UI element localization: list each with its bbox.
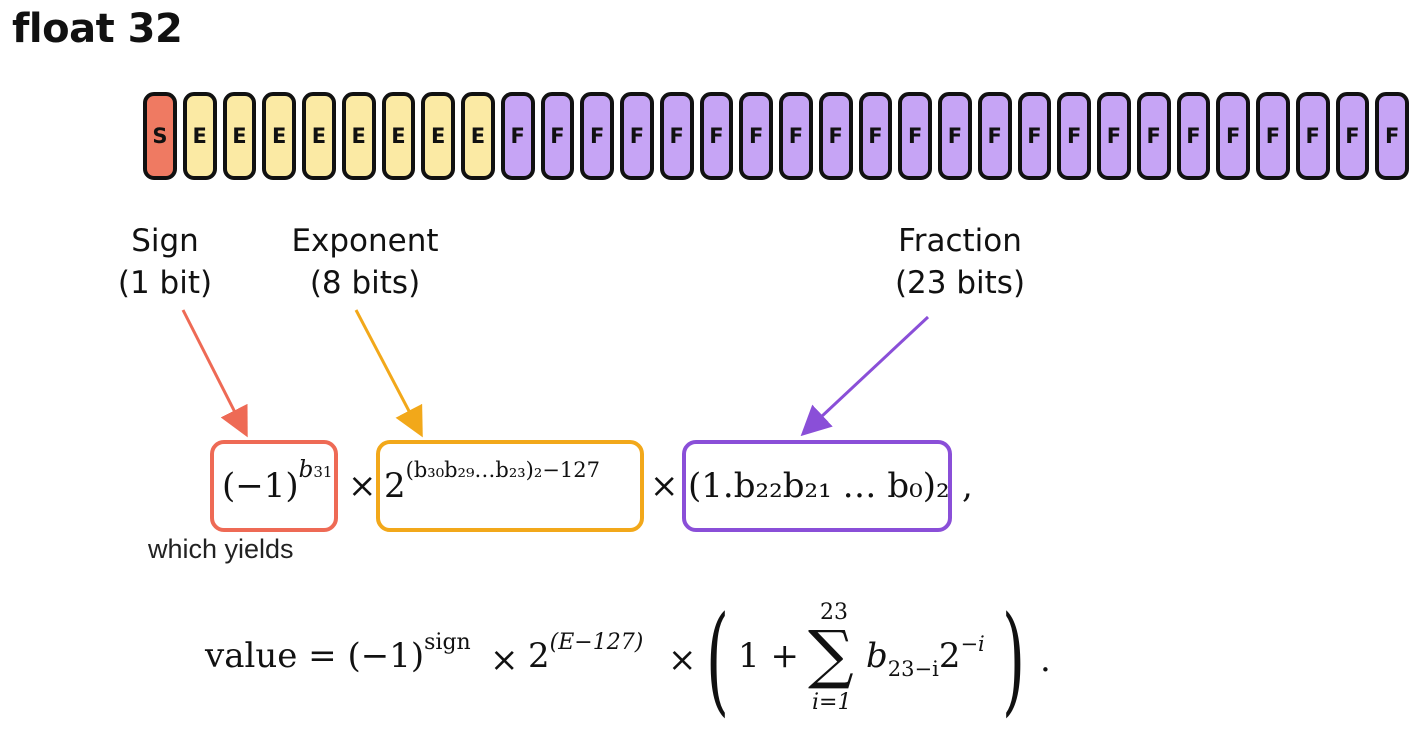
exponent-bit: E bbox=[341, 92, 376, 180]
exp-base: 2 bbox=[384, 466, 406, 506]
fraction-label: Fraction (23 bits) bbox=[870, 220, 1050, 304]
page-title: float 32 bbox=[12, 6, 183, 52]
term-two: 2 bbox=[938, 636, 961, 676]
fraction-bit: F bbox=[1176, 92, 1211, 180]
value-lhs: value = (−1) bbox=[205, 636, 425, 676]
fraction-bit: F bbox=[1057, 92, 1091, 180]
fraction-label-bits: (23 bits) bbox=[894, 265, 1026, 301]
term-b: b bbox=[866, 636, 888, 676]
sum-lower: i=1 bbox=[812, 690, 852, 715]
term-two-exp: −i bbox=[960, 632, 985, 656]
fraction-bit: F bbox=[779, 92, 813, 180]
one-plus: 1 + bbox=[738, 636, 799, 676]
fraction-bit: F bbox=[818, 92, 853, 180]
fraction-bit: F bbox=[1295, 92, 1330, 180]
fraction-bit: F bbox=[580, 92, 614, 180]
fraction-arrow bbox=[800, 315, 930, 437]
fraction-label-title: Fraction bbox=[898, 223, 1022, 259]
exponent-bit: E bbox=[222, 92, 257, 180]
fraction-bit: F bbox=[1097, 92, 1131, 180]
fraction-term: (1.b₂₂b₂₁ … b₀)₂ bbox=[688, 466, 950, 506]
sign-bit: S bbox=[143, 92, 177, 180]
exponent-label: Exponent (8 bits) bbox=[270, 220, 460, 304]
exponent-box bbox=[376, 440, 644, 532]
exponent-arrow bbox=[354, 309, 423, 438]
sign-term: (−1)b31 bbox=[222, 457, 333, 506]
exponent-bit: E bbox=[381, 92, 416, 180]
sigma-symbol: ∑ bbox=[808, 618, 854, 692]
fraction-bit: F bbox=[898, 92, 932, 180]
value-sign-exp: sign bbox=[424, 630, 471, 655]
value-times-1: × bbox=[490, 640, 519, 680]
value-times-2: × bbox=[668, 640, 697, 680]
fraction-bit: F bbox=[739, 92, 773, 180]
sign-arrow bbox=[181, 309, 248, 438]
sign-label: Sign (1 bit) bbox=[105, 220, 225, 304]
exp-power: (b₃₀b₂₉…b₂₃)₂−127 bbox=[405, 458, 600, 482]
exponent-bit: E bbox=[421, 92, 455, 180]
fraction-bit: F bbox=[500, 92, 535, 180]
fraction-bit: F bbox=[1216, 92, 1250, 180]
fraction-bit: F bbox=[699, 92, 734, 180]
trailing-comma: , bbox=[962, 466, 973, 506]
exponent-bit: E bbox=[262, 92, 296, 180]
fraction-bit: F bbox=[1136, 92, 1171, 180]
exponent-label-bits: (8 bits) bbox=[309, 265, 421, 301]
fraction-bit: F bbox=[620, 92, 654, 180]
left-paren: ( bbox=[706, 590, 730, 728]
sign-exp-sub: 31 bbox=[313, 463, 333, 481]
value-two-exp: (E−127) bbox=[549, 630, 644, 655]
fraction-bit: F bbox=[659, 92, 694, 180]
exponent-term: 2(b₃₀b₂₉…b₂₃)₂−127 bbox=[384, 458, 600, 506]
times-1: × bbox=[348, 466, 377, 506]
fraction-bit: F bbox=[1375, 92, 1409, 180]
value-two: 2 bbox=[528, 636, 550, 676]
sign-label-bits: (1 bit) bbox=[117, 265, 213, 301]
fraction-bit: F bbox=[858, 92, 893, 180]
fraction-bit: F bbox=[1017, 92, 1052, 180]
sign-box bbox=[210, 440, 338, 532]
fraction-bit: F bbox=[540, 92, 575, 180]
exponent-label-title: Exponent bbox=[291, 223, 439, 259]
times-2: × bbox=[650, 466, 679, 506]
which-yields-text: which yields bbox=[148, 534, 294, 564]
exponent-bit: E bbox=[461, 92, 495, 180]
fraction-bit: F bbox=[977, 92, 1012, 180]
fraction-bit: F bbox=[1335, 92, 1370, 180]
fraction-box bbox=[682, 440, 952, 532]
fraction-bit: F bbox=[1256, 92, 1290, 180]
sign-label-title: Sign bbox=[131, 223, 199, 259]
exponent-bit: E bbox=[302, 92, 336, 180]
term-b-sub: 23−i bbox=[887, 657, 939, 681]
sign-base: (−1) bbox=[222, 466, 299, 506]
exponent-bit: E bbox=[182, 92, 217, 180]
right-paren: ) bbox=[1002, 590, 1026, 728]
fraction-bit: F bbox=[938, 92, 972, 180]
value-end: . bbox=[1040, 640, 1051, 680]
sum-upper: 23 bbox=[820, 600, 848, 625]
sign-exp: b bbox=[298, 457, 314, 483]
